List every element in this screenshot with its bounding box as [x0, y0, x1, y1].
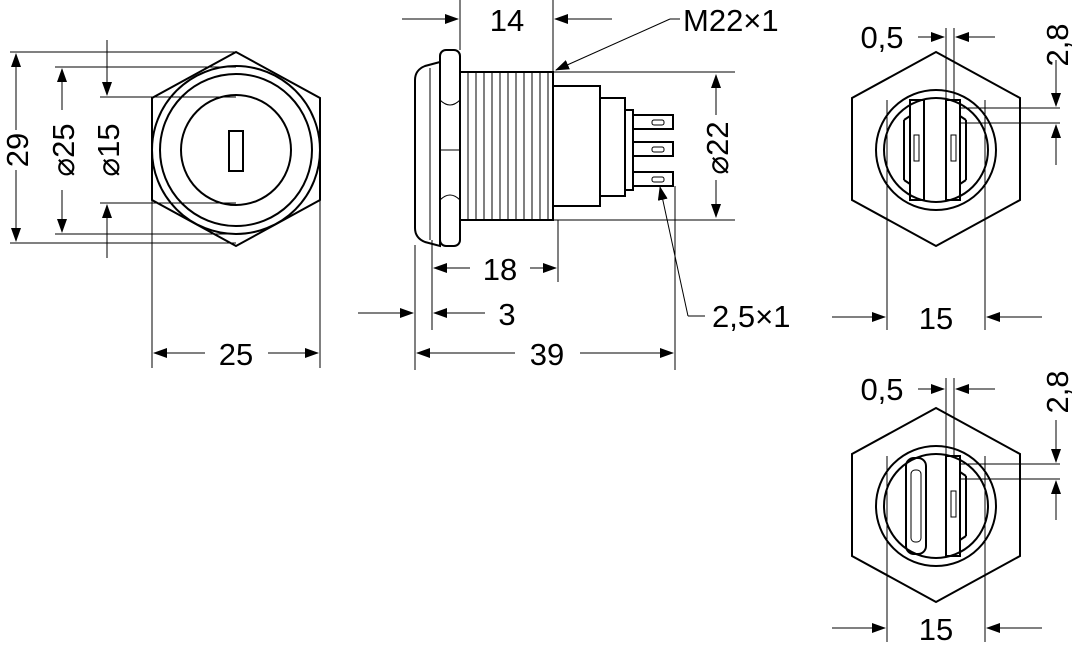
front-outer-ring: [151, 65, 321, 235]
nut: [439, 49, 461, 247]
dim-outer-diameter: ⌀25: [46, 123, 81, 176]
rear-cap: [599, 97, 626, 197]
rear2-terminals: [905, 455, 967, 557]
rear1-terminals: [903, 99, 967, 201]
rear1-dim-gap: 0,5: [860, 20, 903, 55]
dim-hex-height: 29: [0, 133, 35, 167]
front-inner-ring: [180, 94, 292, 206]
dim-total-length: 39: [530, 337, 564, 372]
key-slot: [228, 130, 244, 172]
dim-terminal-size: 2,5×1: [712, 299, 790, 334]
dim-thread-spec: M22×1: [683, 3, 779, 38]
side-view: 14 M22×1 ⌀22 18 3 39 2,5×1: [358, 0, 790, 372]
rear2-dim-width: 15: [919, 612, 953, 646]
rear2-dim-terminal-width: 2,8: [1040, 370, 1075, 413]
threaded-body: [459, 71, 554, 221]
front-view: 29 ⌀25 ⌀15 25: [0, 40, 321, 372]
dim-thread-length: 14: [490, 3, 524, 38]
dim-body-length: 18: [483, 252, 517, 287]
rear1-dim-terminal-width: 2,8: [1040, 23, 1075, 66]
rear-view-1: 0,5 2,8 15: [832, 20, 1075, 336]
rear1-dim-width: 15: [919, 301, 953, 336]
dim-front-width: 25: [219, 337, 253, 372]
rear-body: [552, 85, 601, 207]
rear-view-2: 0,5 2,8 15: [832, 370, 1075, 646]
dim-flange-thickness: 3: [498, 297, 515, 332]
dim-thread-diameter: ⌀22: [700, 121, 735, 174]
thread-lines: [467, 72, 549, 220]
rear2-hexagon: [851, 406, 1021, 604]
front-bezel-ring: [159, 73, 313, 227]
front-hexagon: [151, 50, 321, 248]
rear1-hexagon: [851, 50, 1021, 248]
dim-inner-diameter: ⌀15: [91, 123, 126, 176]
terminals: [632, 114, 674, 187]
rear2-dim-gap: 0,5: [860, 372, 903, 407]
flange: [414, 60, 441, 248]
